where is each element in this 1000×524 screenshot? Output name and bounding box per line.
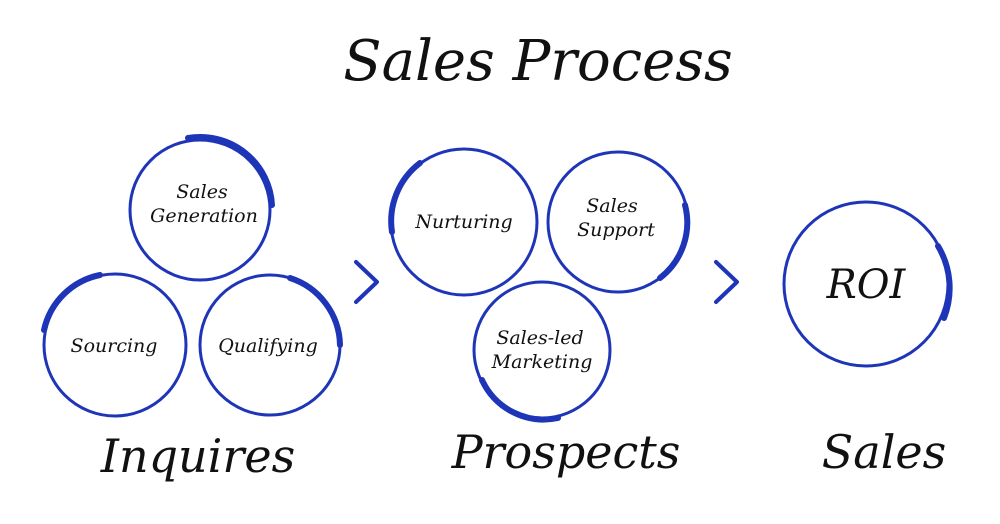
circle-ring-accent <box>657 202 691 281</box>
stage-label-sales: Sales <box>822 425 946 479</box>
circle-roi: ROI <box>782 200 953 368</box>
circle-ring-accent <box>388 160 423 235</box>
circle-label-line: Marketing <box>491 351 593 373</box>
circle-label-line: Generation <box>150 205 258 227</box>
chevron-right-icon <box>354 260 379 304</box>
circle-ring-accent <box>41 272 103 333</box>
circle-ring <box>128 138 272 282</box>
stage-label-inquires: Inquires <box>100 429 295 483</box>
chevron-right-icon <box>714 260 739 304</box>
circle-label-line: Support <box>577 219 655 241</box>
circle-ring-accent <box>287 275 343 348</box>
circle-ring-accent <box>185 133 275 208</box>
circle-label-line: Sales <box>586 195 638 217</box>
circle-label-line: Sales-led <box>496 327 583 349</box>
circle-sales-led-marketing: Sales-led Marketing <box>472 280 612 423</box>
circle-label-line: Nurturing <box>414 211 512 233</box>
stage-label-prospects: Prospects <box>451 425 681 479</box>
stage-inquires: Sales Generation Sourcing Qualifying Inq… <box>41 133 343 483</box>
circle-sales-generation: Sales Generation <box>128 133 275 282</box>
circle-ring-accent <box>479 377 561 423</box>
stage-sales: ROI Sales <box>782 200 953 479</box>
circle-nurturing: Nurturing <box>388 147 539 297</box>
circle-ring <box>42 272 188 418</box>
circle-sourcing: Sourcing <box>41 272 188 418</box>
circle-label-line: ROI <box>826 262 907 308</box>
circle-ring-accent <box>935 243 953 321</box>
stage-prospects: Nurturing Sales Support Sales-led Market… <box>388 147 691 479</box>
circle-qualifying: Qualifying <box>198 273 343 417</box>
circle-label-line: Qualifying <box>218 335 318 357</box>
page-title: Sales Process <box>343 29 732 94</box>
circle-sales-support: Sales Support <box>546 150 691 294</box>
circle-label-line: Sourcing <box>71 335 158 357</box>
circle-label-line: Sales <box>176 181 228 203</box>
